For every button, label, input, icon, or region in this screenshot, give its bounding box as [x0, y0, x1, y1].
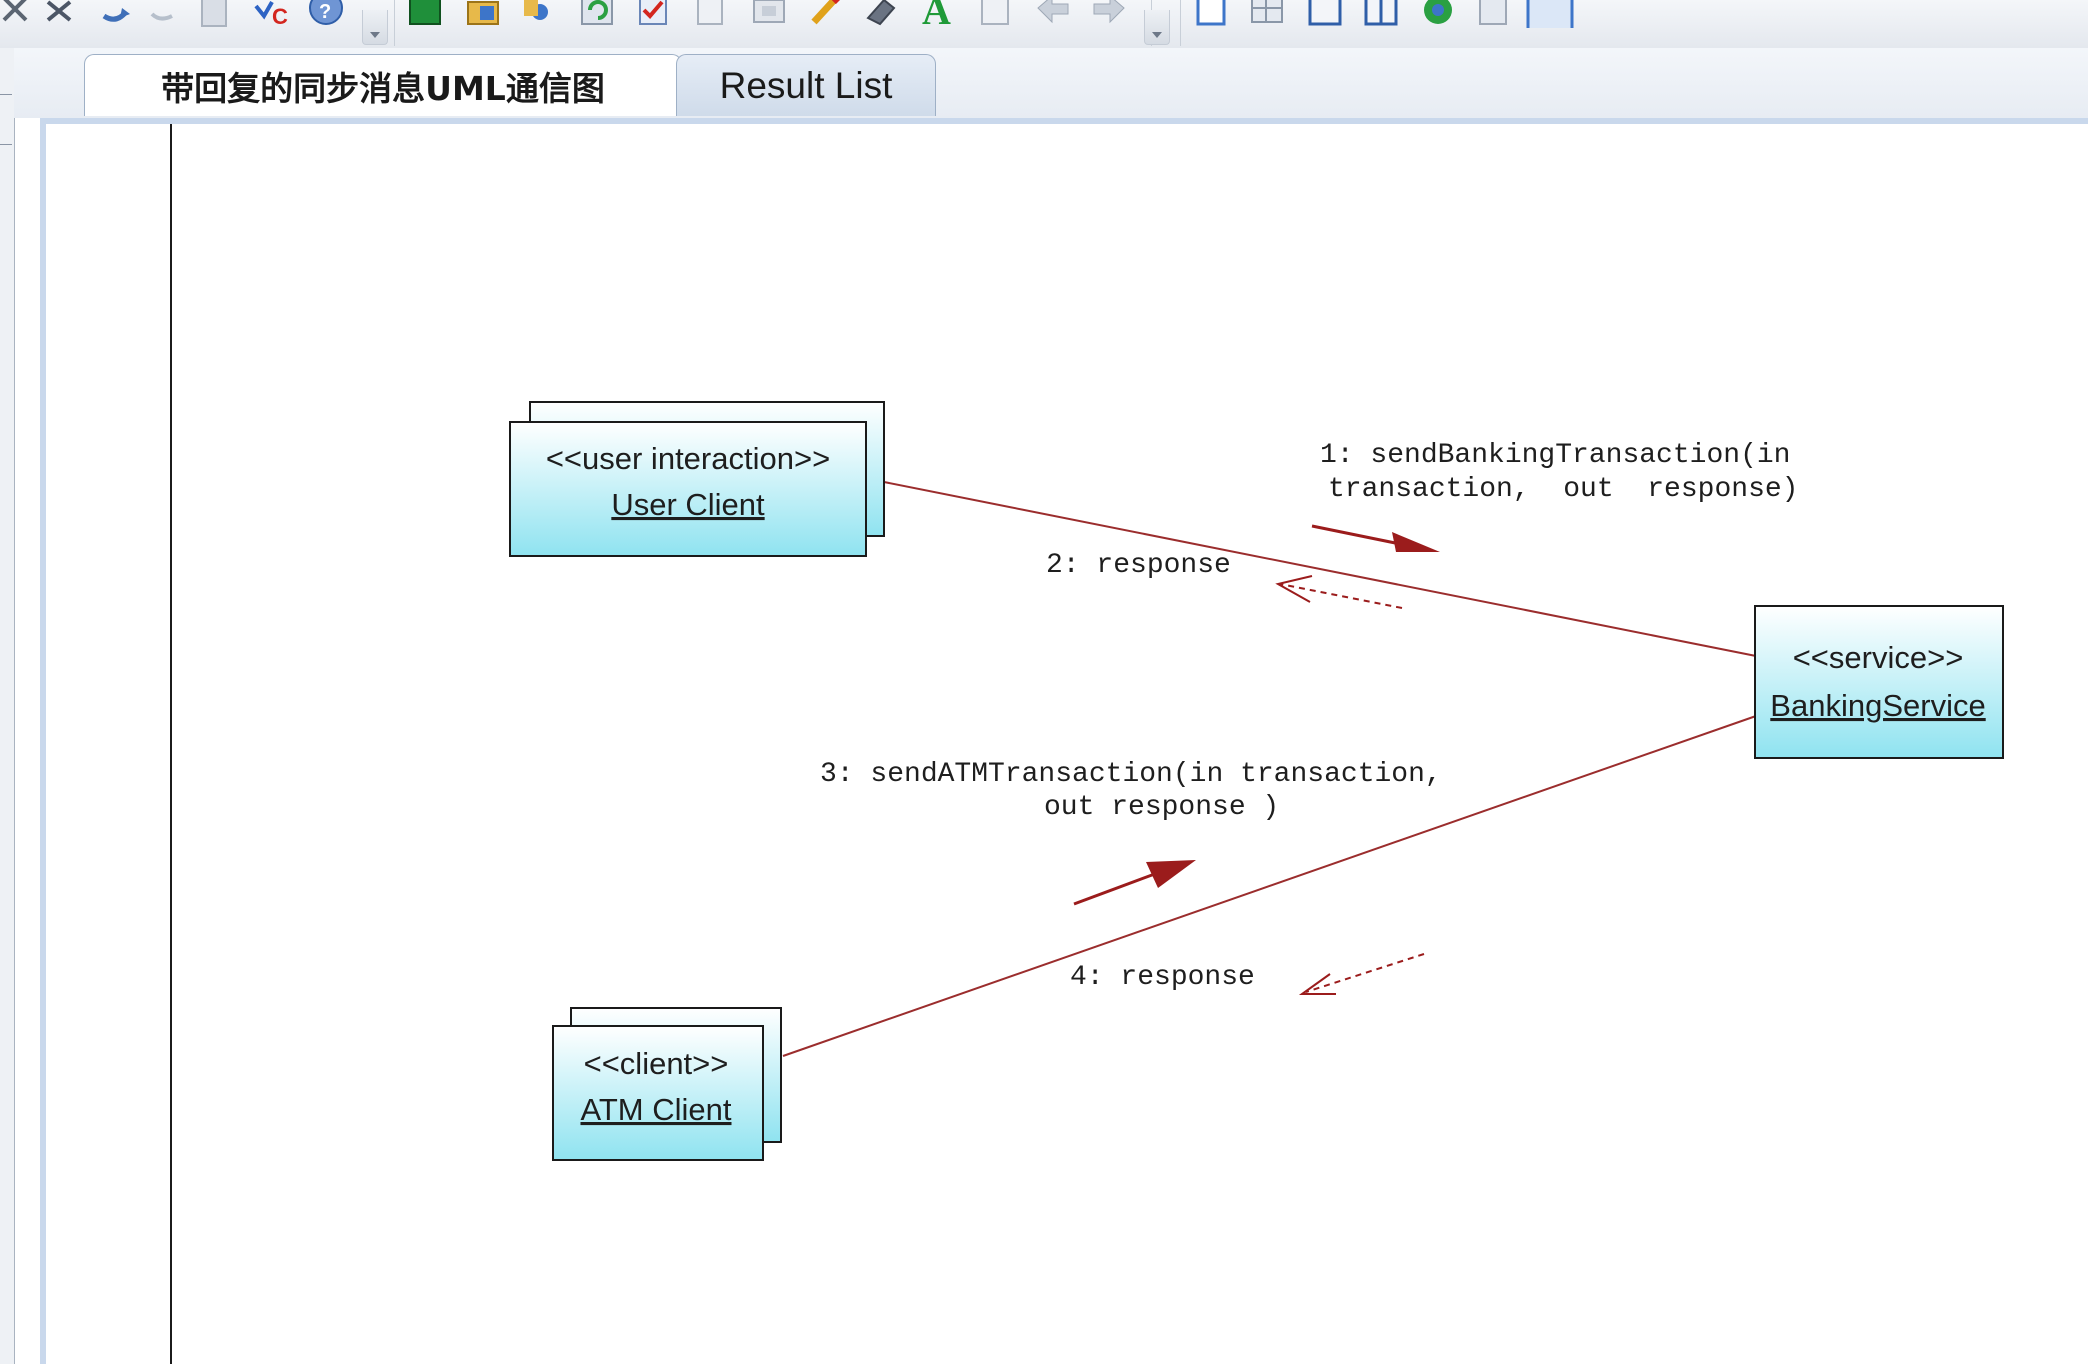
object-name: BankingService: [1770, 688, 1985, 723]
forward-arrow-icon[interactable]: [1090, 0, 1128, 28]
pencil-icon[interactable]: [806, 0, 844, 28]
print-icon[interactable]: [750, 0, 788, 28]
toolbar-overflow-button-1[interactable]: [362, 10, 388, 45]
left-side-panel-edge[interactable]: [0, 48, 15, 1364]
back-arrow-icon[interactable]: [1034, 0, 1072, 28]
spell-check-icon[interactable]: C: [250, 0, 288, 28]
object-stereotype: <<service>>: [1793, 640, 1964, 675]
link-user-to-banking[interactable]: [883, 481, 1757, 657]
copy-icon[interactable]: [692, 0, 730, 28]
page-icon[interactable]: [1192, 0, 1230, 28]
folder-icon[interactable]: [464, 0, 502, 28]
message-2-reply-arrow[interactable]: [1275, 575, 1403, 609]
message-1-label-line2: transaction, out response): [1328, 474, 1798, 505]
message-1-label-line1: 1: sendBankingTransaction(in: [1320, 440, 1790, 471]
diagram-canvas[interactable]: [40, 118, 2088, 1364]
message-3-label-line2: out response ): [1044, 792, 1279, 823]
tab-label: Result List: [719, 64, 893, 106]
eraser-icon[interactable]: [862, 0, 900, 28]
redo-disabled-icon[interactable]: [144, 0, 182, 28]
grid-icon[interactable]: [1248, 0, 1286, 28]
split-icon[interactable]: [1362, 0, 1400, 28]
checklist-icon[interactable]: [634, 0, 672, 28]
object-atm-client[interactable]: <<client>> ATM Client: [552, 1007, 782, 1161]
select-icon[interactable]: [1526, 0, 1574, 28]
svg-text:A: A: [922, 0, 951, 28]
message-3-arrow[interactable]: [1073, 860, 1196, 906]
object-name: User Client: [611, 487, 765, 522]
object-name: ATM Client: [580, 1092, 731, 1127]
object-banking-service[interactable]: <<service>> BankingService: [1754, 605, 2004, 759]
message-1-arrow[interactable]: [1311, 524, 1440, 552]
toolbar: C ? A: [0, 0, 2088, 49]
message-3-label-line1: 3: sendATMTransaction(in transaction,: [820, 759, 1442, 790]
svg-text:?: ?: [319, 1, 331, 23]
find-icon[interactable]: [520, 0, 558, 28]
message-4-label: 4: response: [1070, 962, 1255, 993]
message-4-reply-arrow[interactable]: [1298, 953, 1425, 995]
tab-label: 带回复的同步消息UML通信图: [161, 68, 605, 108]
message-2-label: 2: response: [1046, 550, 1231, 581]
undo-icon[interactable]: [42, 0, 80, 28]
text-a-icon[interactable]: A: [918, 0, 956, 28]
sync-icon[interactable]: [1418, 0, 1456, 28]
help-icon[interactable]: ?: [306, 0, 344, 28]
paste-icon[interactable]: [194, 0, 232, 28]
note-icon[interactable]: [976, 0, 1014, 28]
object-stereotype: <<client>>: [584, 1046, 729, 1081]
toolbar-overflow-button-2[interactable]: [1144, 10, 1170, 45]
redo-icon[interactable]: [98, 0, 136, 28]
tab-bar: 带回复的同步消息UML通信图 Result List: [14, 48, 2088, 118]
toolbar-group-3: [1180, 0, 2088, 46]
layout-icon[interactable]: [1306, 0, 1344, 28]
export-icon[interactable]: [1474, 0, 1512, 28]
link-atm-to-banking[interactable]: [782, 715, 1757, 1057]
cut-icon[interactable]: [0, 0, 34, 28]
object-stereotype: <<user interaction>>: [546, 441, 830, 476]
svg-text:C: C: [272, 4, 288, 28]
canvas-margin-line: [170, 124, 172, 1364]
object-user-client[interactable]: <<user interaction>> User Client: [509, 401, 885, 557]
green-book-icon[interactable]: [406, 0, 444, 28]
tab-communication-diagram[interactable]: 带回复的同步消息UML通信图: [84, 54, 682, 116]
refresh-icon[interactable]: [578, 0, 616, 28]
tab-result-list[interactable]: Result List: [676, 54, 936, 116]
